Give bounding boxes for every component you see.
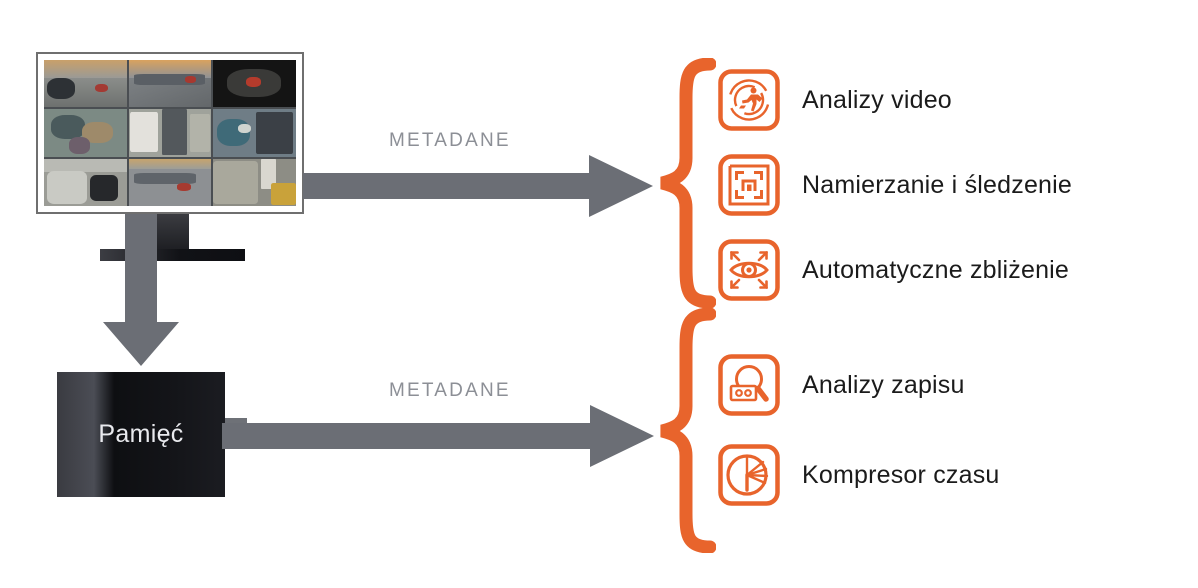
video-wall-grid: [44, 60, 296, 206]
feature-label: Kompresor czasu: [802, 460, 1000, 489]
auto-zoom-eye-icon: [718, 239, 780, 301]
feature-label: Namierzanie i śledzenie: [802, 170, 1073, 199]
feature-label: Analizy zapisu: [802, 370, 965, 399]
feature-row-namierzanie-i-sledzenie[interactable]: Namierzanie i śledzenie: [718, 154, 1072, 216]
brace-live-analytics: [660, 58, 716, 308]
video-tile: [213, 60, 296, 108]
metadata-label-top: METADANE: [389, 130, 511, 151]
video-tile: [44, 109, 127, 157]
video-tile: [44, 60, 127, 108]
feature-row-automatyczne-zblizenie[interactable]: Automatyczne zbliżenie: [718, 239, 1069, 301]
storage-box: Pamięć: [57, 372, 225, 497]
cctv-monitor: [36, 52, 304, 214]
motion-analytics-icon: [718, 69, 780, 131]
brace-recording-analytics: [660, 308, 716, 553]
target-tracking-icon: [718, 154, 780, 216]
video-tile: [213, 158, 296, 206]
feature-row-kompresor-czasu[interactable]: Kompresor czasu: [718, 444, 1000, 506]
feature-row-analizy-zapisu[interactable]: Analizy zapisu: [718, 354, 965, 416]
video-tile: [128, 109, 212, 157]
metadata-label-bottom: METADANE: [389, 380, 511, 401]
feature-label: Automatyczne zbliżenie: [802, 255, 1070, 284]
metadata-arrow-top: [303, 155, 653, 217]
feature-label: Analizy video: [802, 85, 952, 114]
arrow-monitor-to-storage: [103, 214, 179, 366]
video-tile: [128, 158, 212, 206]
video-tile: [44, 158, 127, 206]
metadata-arrow-bottom: [222, 405, 654, 467]
time-compressor-clock-icon: [718, 444, 780, 506]
recording-search-icon: [718, 354, 780, 416]
feature-row-analizy-video[interactable]: Analizy video: [718, 69, 952, 131]
video-tile: [128, 60, 212, 108]
video-tile: [213, 109, 296, 157]
storage-label: Pamięć: [98, 420, 184, 448]
